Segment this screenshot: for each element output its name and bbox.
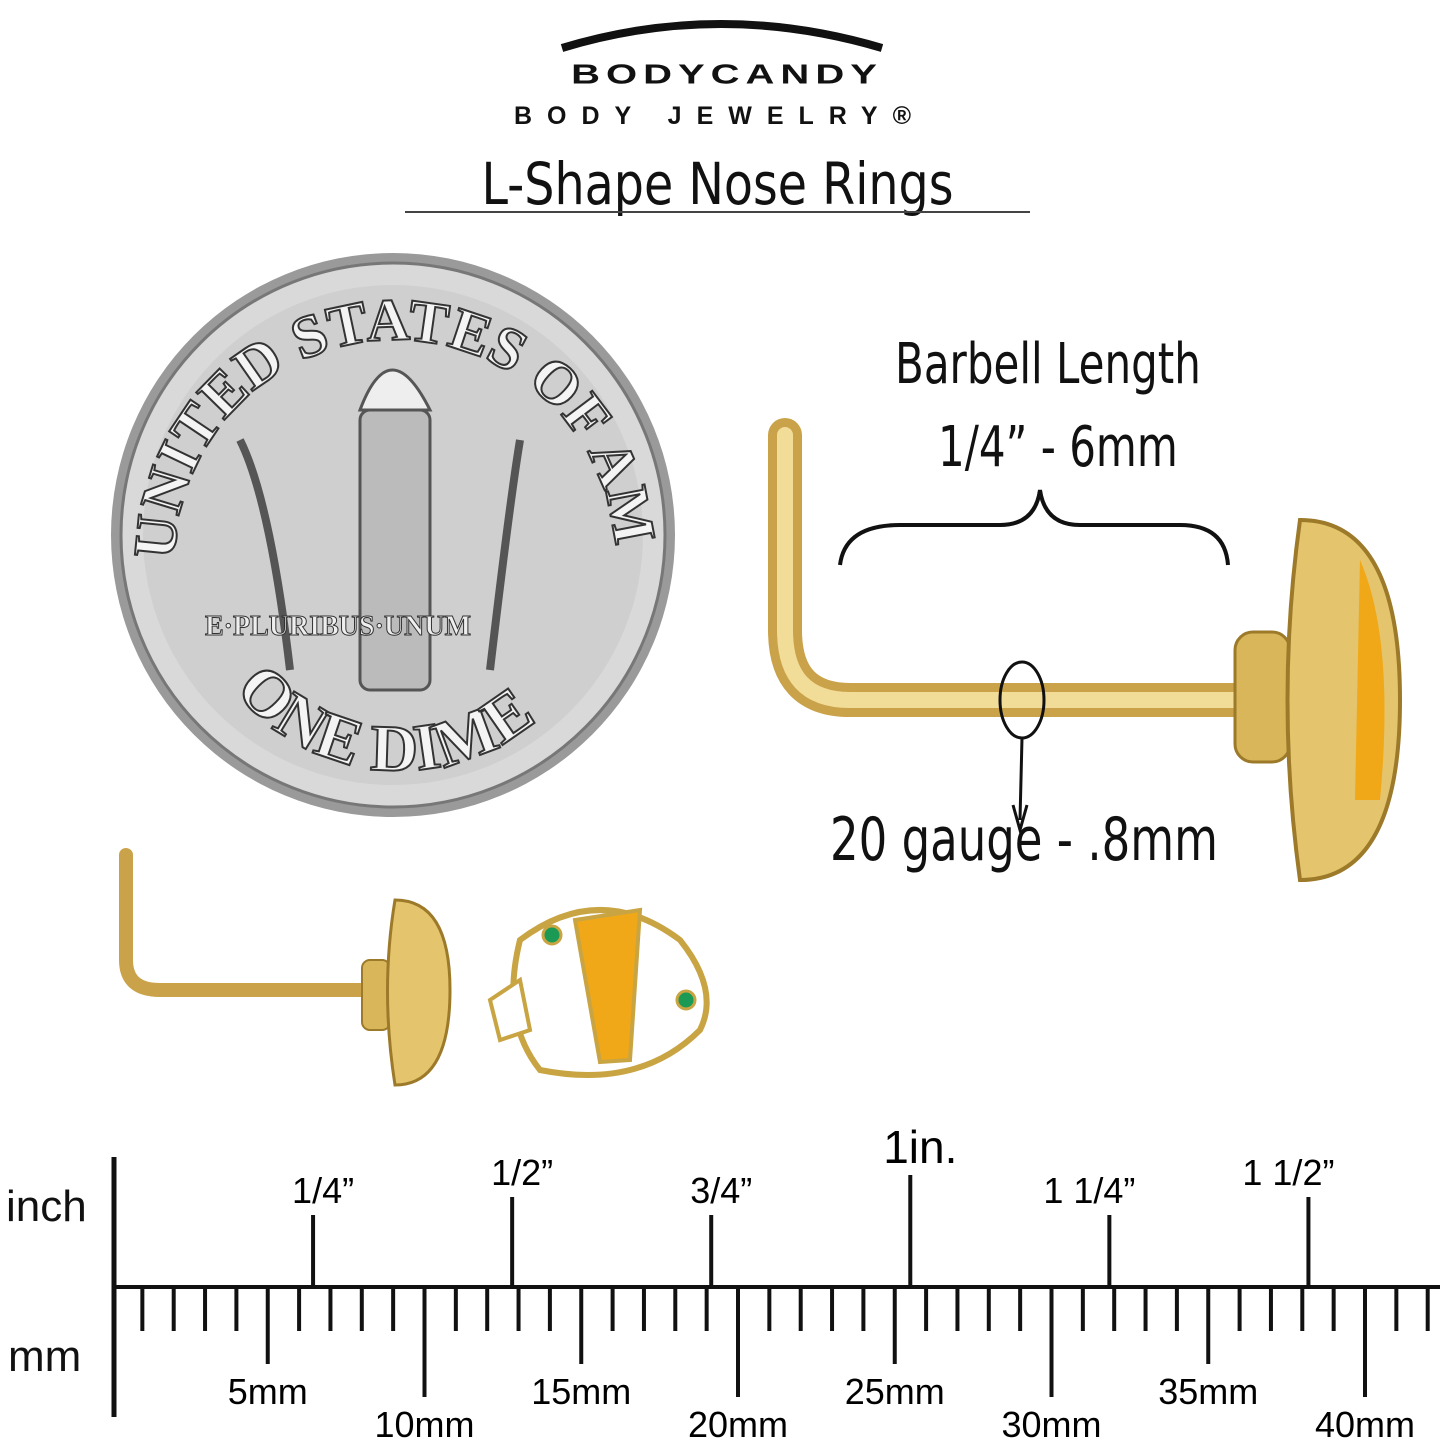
inch-tick-label: 1in. <box>883 1121 957 1173</box>
mm-tick-label: 15mm <box>531 1371 631 1412</box>
inch-tick-label: 3/4” <box>690 1170 752 1211</box>
mm-label: mm <box>8 1332 82 1381</box>
barbell-length-label: Barbell Length <box>895 332 1201 397</box>
torch-icon <box>358 408 432 692</box>
mm-tick-label: 20mm <box>688 1404 788 1445</box>
gauge-arrow-icon <box>1011 737 1029 836</box>
brand-tagline: BODY JEWELRY® <box>513 102 927 130</box>
coin-motto: E·PLURIBUS·UNUM <box>205 611 471 642</box>
nose-ring-small <box>119 848 452 1087</box>
olive-branch-icon <box>236 438 294 671</box>
inch-tick-label: 1/4” <box>292 1170 354 1211</box>
inch-tick-label: 1/2” <box>491 1152 553 1193</box>
logo-arc <box>560 20 884 52</box>
inch-tick-label: 1 1/4” <box>1043 1170 1135 1211</box>
fish-eye-icon <box>541 924 563 946</box>
dime-coin <box>111 253 675 817</box>
nose-ring-large <box>768 418 1403 883</box>
inch-label: inch <box>6 1182 87 1231</box>
fish-charm <box>487 907 710 1078</box>
mm-tick-label: 5mm <box>228 1371 308 1412</box>
mm-tick-label: 35mm <box>1158 1371 1258 1412</box>
page-title: L-Shape Nose Rings <box>481 150 954 218</box>
inch-tick-label: 1 1/2” <box>1242 1152 1334 1193</box>
mm-tick-label: 40mm <box>1315 1404 1415 1445</box>
brand-logo-text: BODYCANDY <box>571 58 883 90</box>
mm-tick-label: 30mm <box>1001 1404 1101 1445</box>
mm-tick-label: 10mm <box>374 1404 474 1445</box>
barbell-length-value: 1/4” - 6mm <box>938 415 1178 480</box>
oak-branch-icon <box>486 439 524 671</box>
gauge-label: 20 gauge - .8mm <box>830 805 1218 875</box>
ruler: 5mm 10mm 15mm 20mm 25mm 30mm 35mm 40mm 1/4” 1/2” 3… <box>111 1121 1440 1445</box>
length-bracket <box>838 489 1230 566</box>
title-underline <box>405 211 1030 213</box>
mm-tick-label: 25mm <box>845 1371 945 1412</box>
